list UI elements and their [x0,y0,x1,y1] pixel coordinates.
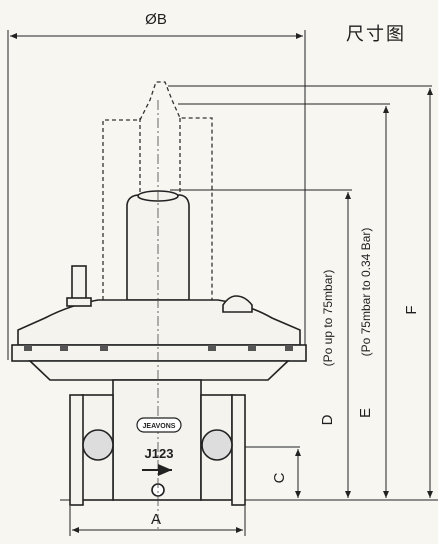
dimension-d: D (Po up to 75mbar) [319,192,351,498]
regulator-body [11,190,307,506]
dimension-f-label: F [403,305,420,314]
dimension-e-note: (Po 75mbar to 0.34 Bar) [359,228,373,357]
dimension-f: F [403,88,433,498]
drawing-title: 尺寸图 [346,24,406,45]
dimension-d-label: D [319,414,336,425]
dimension-e-label: E [357,408,374,418]
dimension-b: ØB [7,11,306,360]
dimension-c-label: C [271,472,288,483]
dimension-c: C [271,449,301,498]
dimension-e: E (Po 75mbar to 0.34 Bar) [357,106,389,498]
dimension-a: A [69,506,246,536]
model-label: J123 [145,446,174,461]
dimension-a-label: A [151,511,161,528]
spring-housing-outline [102,81,213,300]
dimension-b-label: ØB [145,11,167,28]
dimension-d-note: (Po up to 75mbar) [321,270,335,367]
brand-badge: JEAVONS J123 [136,417,182,476]
brand-label: JEAVONS [143,423,176,430]
flange-bolts [24,345,293,351]
